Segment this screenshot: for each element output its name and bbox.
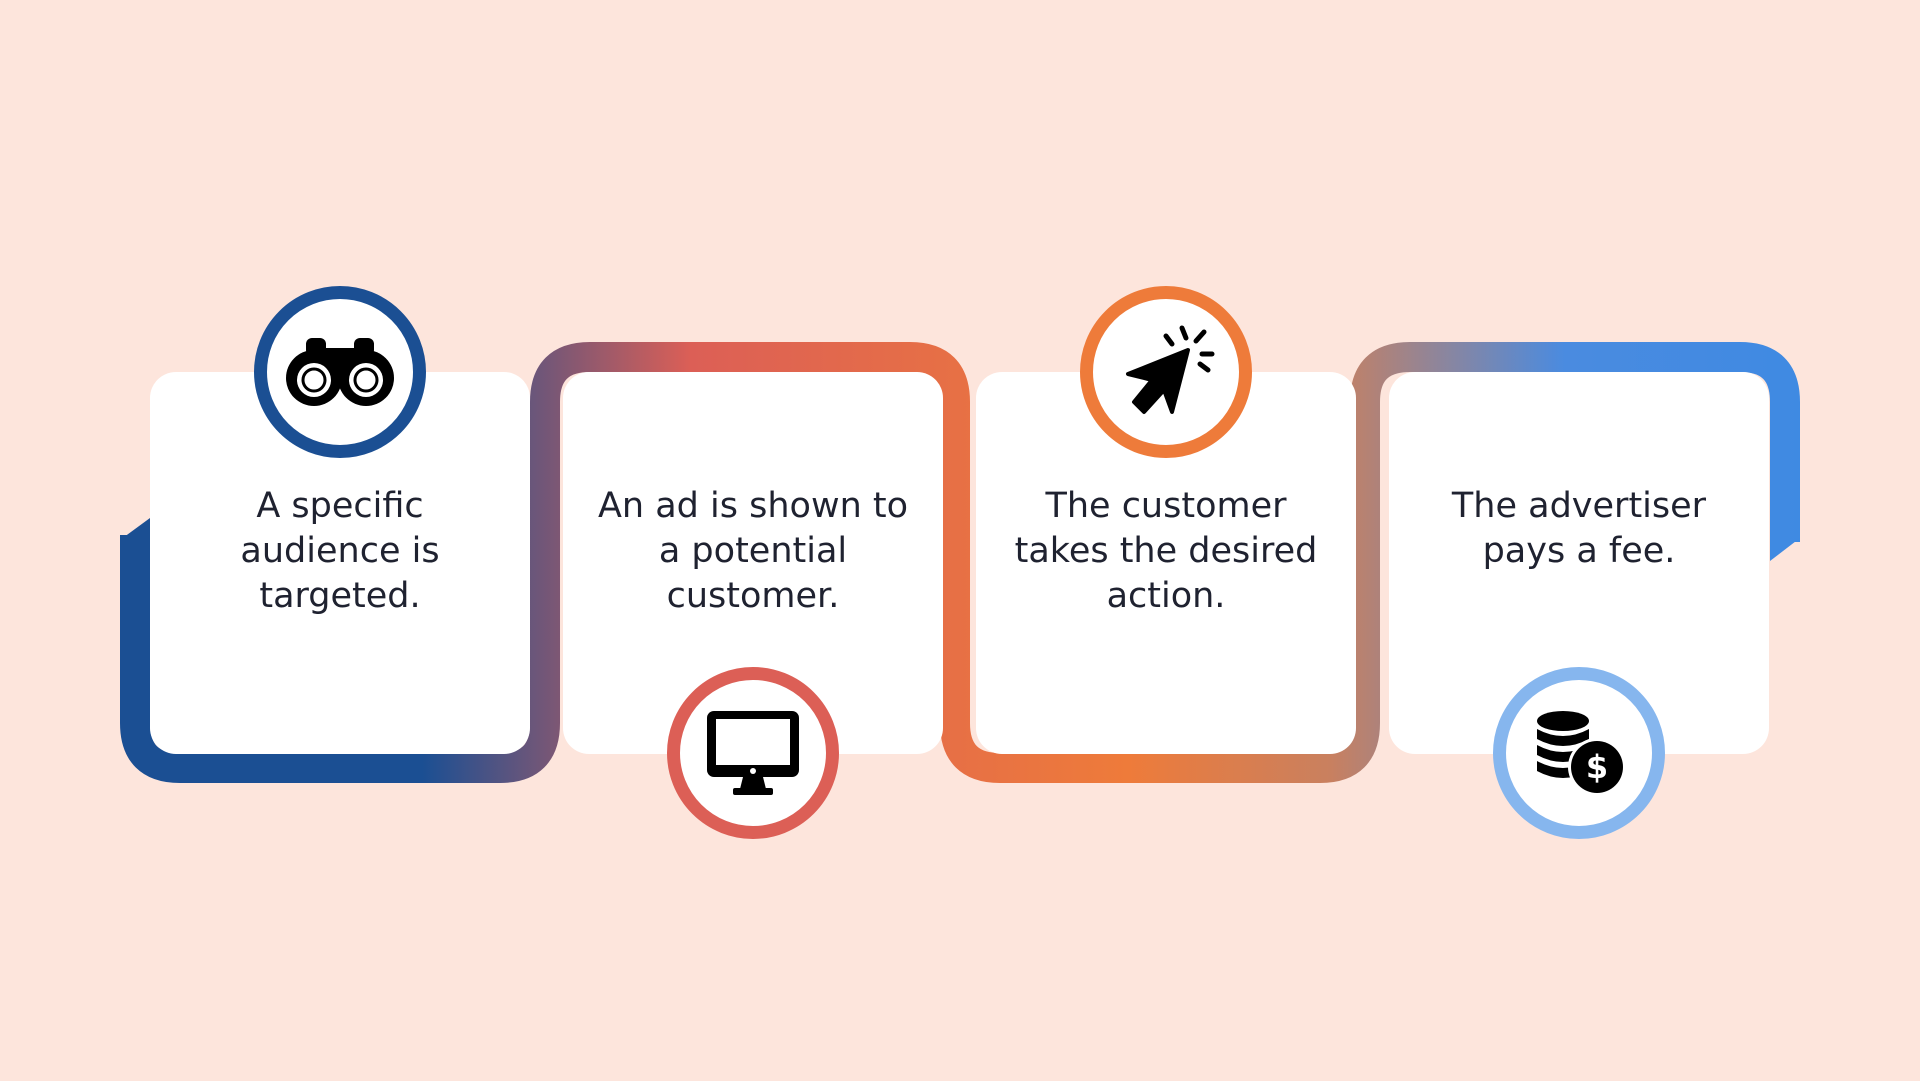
cursor-click-icon (1126, 325, 1215, 414)
connector-line (120, 342, 1800, 783)
connector-end-cap (1770, 538, 1800, 561)
step-4-badge: $ (1493, 667, 1665, 839)
step-2-badge (667, 667, 839, 839)
step-2-text: An ad is shown to a potential customer. (597, 486, 909, 616)
step-3-badge (1080, 286, 1252, 458)
step-1-badge (254, 286, 426, 458)
step-3-text: The customer takes the desired action. (1014, 486, 1318, 616)
step-card-2: An ad is shown to a potential customer. (563, 372, 943, 754)
step-card-1: A specific audience is targeted. (150, 372, 530, 754)
binoculars-icon (286, 338, 394, 406)
step-4-text: The advertiser pays a fee. (1451, 486, 1707, 571)
step-1-text: A specific audience is targeted. (240, 486, 440, 616)
svg-text:$: $ (1586, 748, 1608, 786)
monitor-icon (707, 711, 799, 795)
coins-dollar-icon: $ (1537, 711, 1626, 796)
